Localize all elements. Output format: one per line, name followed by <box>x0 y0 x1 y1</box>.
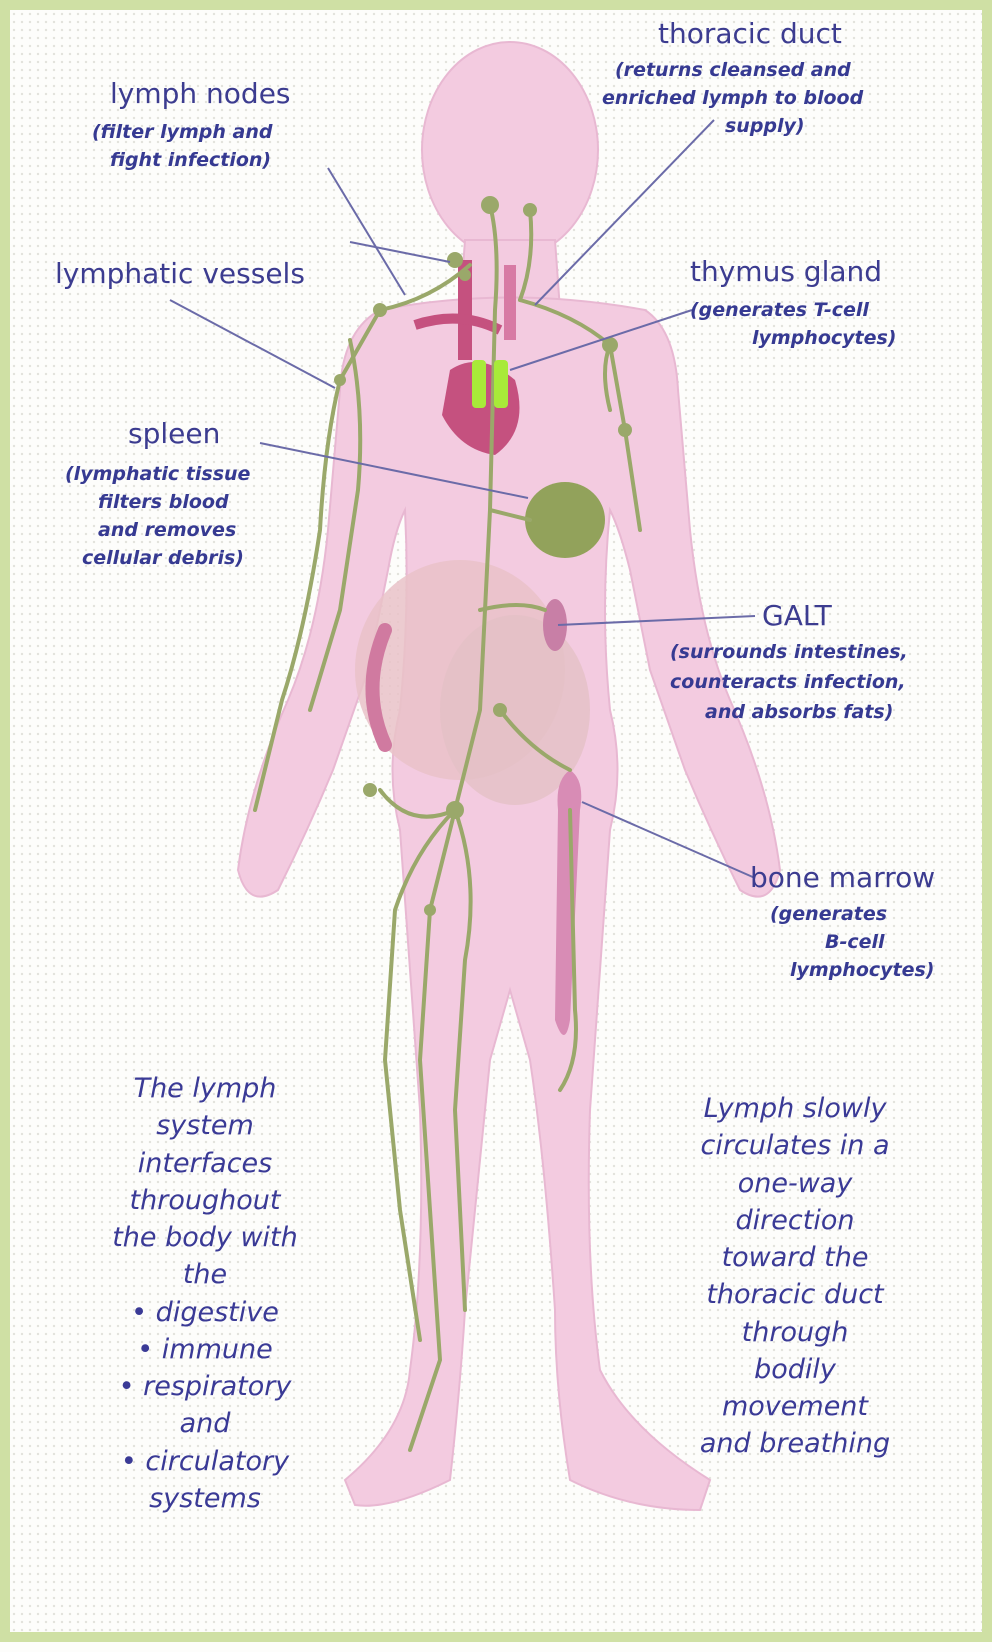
lymph-nodes-desc-1: (filter lymph and <box>92 120 273 145</box>
thoracic-duct-desc-1: (returns cleansed and <box>615 58 851 83</box>
left-note-line: system <box>70 1107 340 1144</box>
right-note-line: and breathing <box>650 1425 940 1462</box>
galt-desc-1: (surrounds intestines, <box>670 640 908 665</box>
lymph-nodes-desc-2: fight infection) <box>110 148 271 173</box>
spleen-title: spleen <box>128 418 220 450</box>
right-note-line: toward the <box>650 1239 940 1276</box>
thoracic-duct-title: thoracic duct <box>658 18 842 50</box>
spleen-desc-3: and removes <box>98 518 236 543</box>
spleen-desc-4: cellular debris) <box>82 546 244 571</box>
left-note-line: throughout <box>70 1182 340 1219</box>
bone-marrow-title: bone marrow <box>750 862 935 894</box>
left-note-line: • respiratory <box>70 1368 340 1405</box>
thoracic-duct-desc-3: supply) <box>725 114 805 139</box>
left-note-line: interfaces <box>70 1145 340 1182</box>
galt-desc-2: counteracts infection, <box>670 670 906 695</box>
left-note-line: • digestive <box>70 1294 340 1331</box>
spleen-organ <box>525 482 605 558</box>
right-note: Lymph slowly circulates in a one-way dir… <box>650 1090 940 1463</box>
right-note-line: circulates in a <box>650 1127 940 1164</box>
bone-marrow-desc-1: (generates <box>770 902 887 927</box>
left-note: The lymph system interfaces throughout t… <box>70 1070 340 1517</box>
galt-desc-3: and absorbs fats) <box>705 700 893 725</box>
right-note-line: through <box>650 1314 940 1351</box>
bone-marrow-desc-3: lymphocytes) <box>790 958 935 983</box>
thymus-gland-desc-1: (generates T-cell <box>690 298 869 323</box>
thymus-gland-desc-2: lymphocytes) <box>752 326 897 351</box>
left-note-line: • immune <box>70 1331 340 1368</box>
left-note-line: the body with <box>70 1219 340 1256</box>
right-note-line: movement <box>650 1388 940 1425</box>
right-note-line: direction <box>650 1202 940 1239</box>
left-note-line: systems <box>70 1480 340 1517</box>
right-note-line: thoracic duct <box>650 1276 940 1313</box>
right-note-line: Lymph slowly <box>650 1090 940 1127</box>
right-note-line: one-way <box>650 1165 940 1202</box>
thoracic-duct-desc-2: enriched lymph to blood <box>602 86 863 111</box>
left-note-line: The lymph <box>70 1070 340 1107</box>
lymphatic-vessels-title: lymphatic vessels <box>55 258 305 290</box>
left-note-line: and <box>70 1405 340 1442</box>
lymph-nodes-title: lymph nodes <box>110 78 291 110</box>
spleen-desc-2: filters blood <box>98 490 229 515</box>
galt-title: GALT <box>762 600 832 632</box>
left-note-line: the <box>70 1256 340 1293</box>
bone-marrow-desc-2: B-cell <box>825 930 885 955</box>
left-note-line: • circulatory <box>70 1443 340 1480</box>
spleen-desc-1: (lymphatic tissue <box>65 462 250 487</box>
right-note-line: bodily <box>650 1351 940 1388</box>
thymus-gland-title: thymus gland <box>690 256 882 288</box>
